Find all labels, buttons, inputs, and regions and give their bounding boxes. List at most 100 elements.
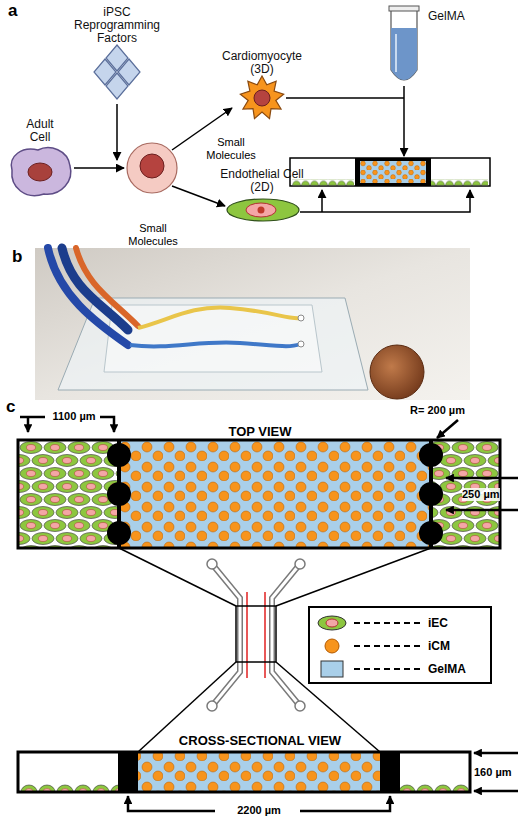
cell-body: [240, 76, 283, 119]
ipsc-nucleus: [140, 154, 164, 178]
device-port: [295, 559, 305, 569]
channel-region: [19, 753, 470, 791]
dimension-label: 250 µm: [462, 488, 500, 501]
legend-box: iEC iCM GelMA: [308, 606, 492, 684]
process-label: Small Molecules: [122, 222, 184, 248]
blue-tube: [48, 248, 128, 345]
legend-label: iCM: [428, 639, 450, 653]
cell-nucleus: [28, 163, 52, 181]
cell-nucleus: [254, 90, 270, 106]
blue-tube: [62, 248, 128, 330]
panel-letter: b: [12, 250, 22, 263]
color-swatch: [321, 661, 343, 677]
outlet-port: [298, 341, 304, 347]
tube-shine: [395, 34, 397, 72]
dimension-label: R= 200 µm: [410, 404, 465, 417]
process-label: Small Molecules: [200, 136, 262, 162]
gelma-region: [138, 753, 380, 791]
icm-layer: [360, 161, 426, 183]
node-label: Cardiomyocyte (3D): [212, 50, 312, 76]
legend-sample: [314, 659, 424, 679]
post-array-line: [264, 592, 266, 678]
tube-rim: [389, 6, 419, 11]
post-wall: [380, 752, 400, 792]
nucleolus: [258, 207, 265, 214]
node-label: GelMA: [428, 10, 476, 23]
dimension-label: 1100 µm: [48, 410, 100, 423]
color-swatch: [325, 639, 339, 653]
factor-diamond: [106, 73, 128, 99]
icm-layer: [119, 441, 431, 547]
iec-layer: [19, 441, 119, 547]
orange-tube: [76, 248, 138, 326]
micro-post: [107, 521, 131, 545]
gelma-chamber: [360, 161, 426, 183]
process-arrow: [300, 190, 470, 212]
cell-swatch-nucleus: [326, 619, 338, 627]
tube-liquid: [391, 28, 417, 80]
legend-row: iCM: [314, 636, 486, 656]
process-arrow: [321, 190, 323, 212]
endothelial-cell: Endothelial Cell (2D): [212, 168, 312, 224]
view-title: TOP VIEW: [160, 425, 360, 438]
iec-layer: [20, 780, 118, 792]
dimension-line: [20, 416, 45, 419]
legend-row: GelMA: [314, 659, 486, 679]
node-label: iPSC Reprogramming Factors: [72, 6, 162, 45]
outlet-port: [298, 315, 304, 321]
cell-swatch: [318, 616, 346, 630]
zoom-box: [236, 606, 276, 662]
adult-cell: Adult Cell: [4, 118, 76, 202]
gelma-tube: GelMA: [388, 6, 478, 92]
top-view-frame: [18, 440, 500, 548]
icm-layer: [138, 753, 380, 791]
blue-channel: [130, 342, 300, 346]
dimension-arrow: [128, 796, 215, 811]
process-arrow: [403, 86, 405, 156]
process-line: [286, 97, 404, 99]
adult-cell-group: [11, 148, 70, 196]
dimension-arrow: [300, 796, 390, 811]
pdms-block: [104, 305, 322, 372]
cell-nucleus: [246, 203, 276, 217]
legend-sample: [314, 613, 424, 633]
legend-label: iEC: [428, 616, 448, 630]
dimension-label: 2200 µm: [212, 804, 306, 817]
iec-layer: [400, 780, 469, 792]
legend-leader: [354, 622, 420, 624]
cross-section-frame: [18, 752, 470, 792]
legend-row: iEC: [314, 613, 486, 633]
cell-body: [227, 199, 299, 221]
micro-post: [107, 482, 131, 506]
legend-leader: [354, 668, 420, 670]
device-port: [207, 701, 217, 711]
dimension-arrow: [474, 752, 518, 755]
device-port: [295, 701, 305, 711]
panel-letter: c: [6, 400, 15, 413]
device-port: [207, 559, 217, 569]
chip-pillar: [355, 158, 431, 186]
micro-post: [107, 443, 131, 467]
dimension-label: 160 µm: [474, 766, 512, 779]
dimension-arrow: [100, 417, 114, 432]
legend-leader: [354, 645, 420, 647]
legend-sample: [314, 636, 424, 656]
zoom-line: [276, 548, 431, 606]
process-arrow: [172, 186, 225, 206]
post-wall: [118, 752, 138, 792]
micro-post: [419, 443, 443, 467]
view-title: CROSS-SECTIONAL VIEW: [110, 734, 410, 747]
dimension-arrow: [446, 509, 518, 512]
cardiomyocyte-cell: Cardiomyocyte (3D): [212, 50, 312, 122]
tube-body: [391, 10, 417, 80]
photo-background: [35, 248, 470, 400]
dimension-arrow: [437, 420, 458, 438]
factor-cluster: iPSC Reprogramming Factors: [60, 6, 175, 106]
node-label: Adult Cell: [20, 118, 60, 144]
yellow-channel: [138, 308, 300, 328]
micro-post: [419, 482, 443, 506]
process-arrow: [116, 104, 118, 160]
iec-layer: [431, 180, 488, 186]
process-arrow: [74, 167, 124, 169]
